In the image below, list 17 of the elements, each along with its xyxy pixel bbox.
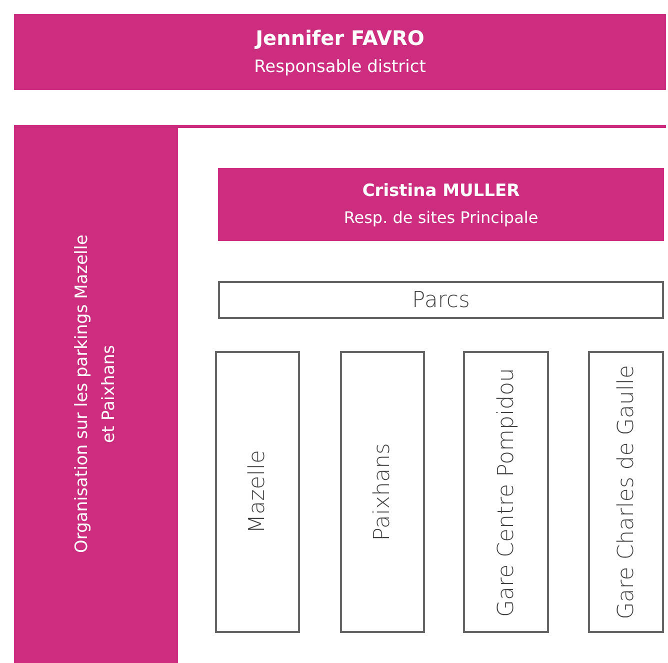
site-box [215,351,300,633]
role-text: Responsable district [254,56,426,80]
group-bar: Parcs [218,281,664,319]
site-label: Mazelle [244,450,271,534]
site-box [463,351,549,633]
name-heading: Jennifer FAVRO [256,25,424,52]
header-bar [218,168,664,241]
site-label: Gare Centre Pompidou [492,368,520,616]
role-text: Resp. de sites Principale [344,207,538,230]
site-box [340,351,425,633]
site-label: Gare Charles de Gaulle [612,364,640,620]
side-label: Organisation sur les parkings Mazelle et Paixhans [70,234,120,556]
name-heading: Cristina MULLER [362,180,520,204]
site-label: Paixhans [369,443,396,541]
section-panel [14,125,666,663]
header-bar [14,14,666,90]
site-box [588,351,664,633]
